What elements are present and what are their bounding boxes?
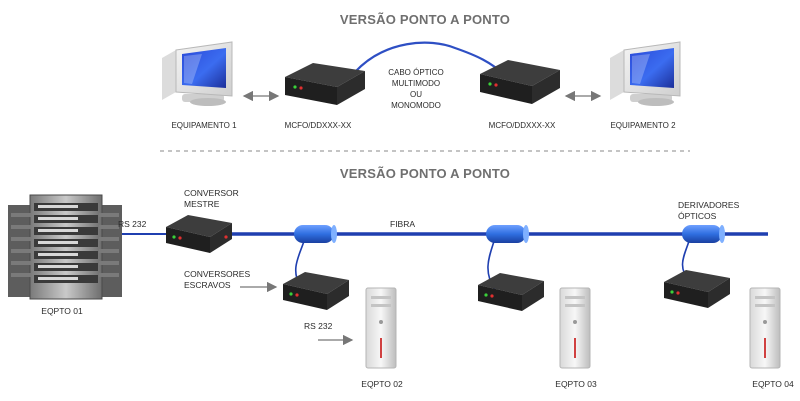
computer-icon [610,41,681,106]
optical-coupler-icon [294,225,337,243]
pc-tower-icon [559,287,591,369]
master-label: CONVERSOR [184,188,239,198]
converter-label: MCFO/DDXXX-XX [285,121,352,130]
media-converter-icon [283,272,349,310]
cable-label-line: MONOMODO [391,101,441,110]
converter-label: MCFO/DDXXX-XX [489,121,556,130]
media-converter-icon [166,215,232,253]
equipment-label: EQUIPAMENTO 2 [610,121,676,130]
cable-label-line: CABO ÓPTICO [388,68,444,77]
cable-label-line: MULTIMODO [392,79,440,88]
fiber-label: FIBRA [390,219,415,229]
fiber-cable [354,41,506,76]
equipment-label: EQPTO 04 [752,379,794,389]
equipment-label: EQPTO 02 [361,379,403,389]
derivers-label: ÓPTICOS [678,211,717,221]
equipment-label: EQPTO 03 [555,379,597,389]
rs232-label: RS 232 [304,321,333,331]
media-converter-icon [480,60,560,104]
slave-label: ESCRAVOS [184,280,231,290]
top-section-title: VERSÃO PONTO A PONTO [340,12,510,27]
bottom-section-title: VERSÃO PONTO A PONTO [340,166,510,181]
slave-label: CONVERSORES [184,269,250,279]
server-rack-icon [8,194,122,300]
derivers-label: DERIVADORES [678,200,740,210]
equipment-label: EQUIPAMENTO 1 [171,121,237,130]
computer-icon [162,41,233,106]
pc-tower-icon [749,287,781,369]
rs232-label: RS 232 [118,219,147,229]
media-converter-icon [664,270,730,308]
optical-coupler-icon [682,225,725,243]
pc-tower-icon [365,287,397,369]
master-label: MESTRE [184,199,220,209]
optical-coupler-icon [486,225,529,243]
media-converter-icon [285,63,365,105]
equipment-label: EQPTO 01 [41,306,83,316]
cable-label-line: OU [410,90,422,99]
media-converter-icon [478,273,544,311]
